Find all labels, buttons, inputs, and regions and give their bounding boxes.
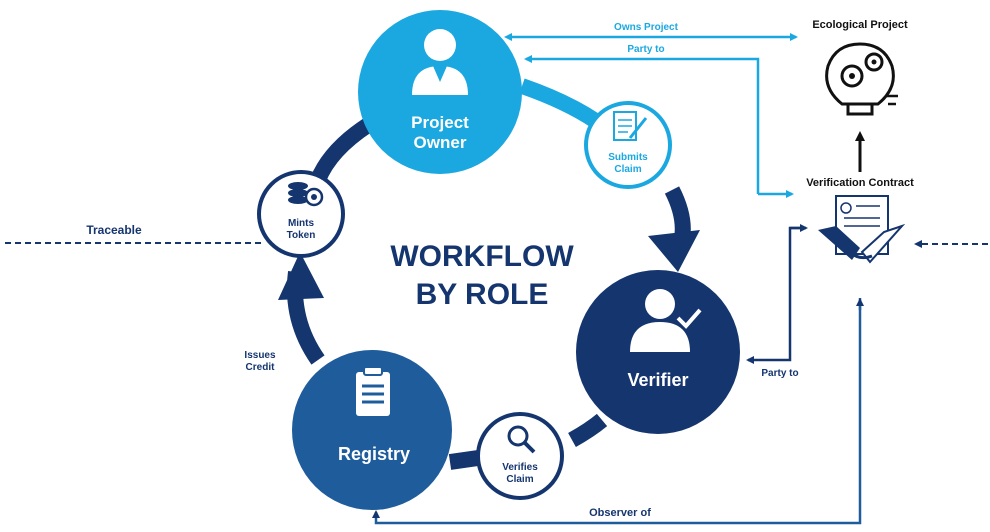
verifies-claim-line1: Verifies xyxy=(502,462,538,473)
cycle-arrowhead-mints xyxy=(278,252,324,300)
owns-project-connector: Owns Project xyxy=(504,22,798,41)
issues-credit-line2: Credit xyxy=(246,362,276,373)
verification-contract-node: Verification Contract xyxy=(806,177,988,264)
clipboard-icon xyxy=(356,366,390,416)
verifies-claim-node: Verifies Claim xyxy=(476,412,564,500)
coins-icon xyxy=(288,182,324,207)
person-check-icon xyxy=(630,289,702,352)
traceable-connector: Traceable xyxy=(5,223,262,244)
submits-claim-node: Submits Claim xyxy=(584,101,672,189)
ecological-project-label: Ecological Project xyxy=(812,19,908,31)
verifies-claim-line2: Claim xyxy=(506,474,533,485)
cycle-arc-verifier-to-verifies xyxy=(568,413,608,447)
mints-token-line1: Mints xyxy=(288,218,315,229)
cycle-arrowhead-verifier xyxy=(648,230,700,272)
traceable-label: Traceable xyxy=(86,223,142,237)
title-line1: WORKFLOW xyxy=(390,240,574,273)
party-to-top-connector: Party to xyxy=(524,44,794,198)
cycle-arc-mints-to-owner xyxy=(310,118,373,184)
verifier-label: Verifier xyxy=(627,370,688,390)
party-to-verifier-connector: Party to xyxy=(746,224,808,379)
observer-of-label: Observer of xyxy=(589,507,651,519)
issues-credit-line1: Issues xyxy=(244,350,276,361)
verifier-node: Verifier xyxy=(576,270,740,434)
project-owner-node: Project Owner xyxy=(358,10,522,174)
person-icon xyxy=(412,29,468,95)
document-pen-icon xyxy=(613,111,648,141)
cycle-arc-verifies-to-registry xyxy=(448,450,480,470)
mints-token-node: Mints Token xyxy=(257,170,345,258)
verification-contract-label: Verification Contract xyxy=(806,177,914,189)
submits-claim-line2: Claim xyxy=(614,164,641,175)
lightbulb-gears-icon xyxy=(825,42,898,116)
project-owner-label-line2: Owner xyxy=(414,133,467,152)
title-line2: BY ROLE xyxy=(416,278,549,311)
registry-label: Registry xyxy=(338,444,410,464)
owns-project-label: Owns Project xyxy=(614,22,679,33)
observer-of-connector: Observer of xyxy=(372,298,864,525)
contract-handshake-icon xyxy=(818,195,906,264)
ecological-project-node: Ecological Project xyxy=(812,19,908,116)
project-owner-label-line1: Project xyxy=(411,113,469,132)
magnifier-icon xyxy=(507,425,536,454)
mints-token-line2: Token xyxy=(287,230,316,241)
submits-claim-line1: Submits xyxy=(608,152,648,163)
party-to-top-label: Party to xyxy=(627,44,664,55)
registry-node: Registry xyxy=(292,350,452,510)
party-to-verifier-label: Party to xyxy=(761,368,798,379)
